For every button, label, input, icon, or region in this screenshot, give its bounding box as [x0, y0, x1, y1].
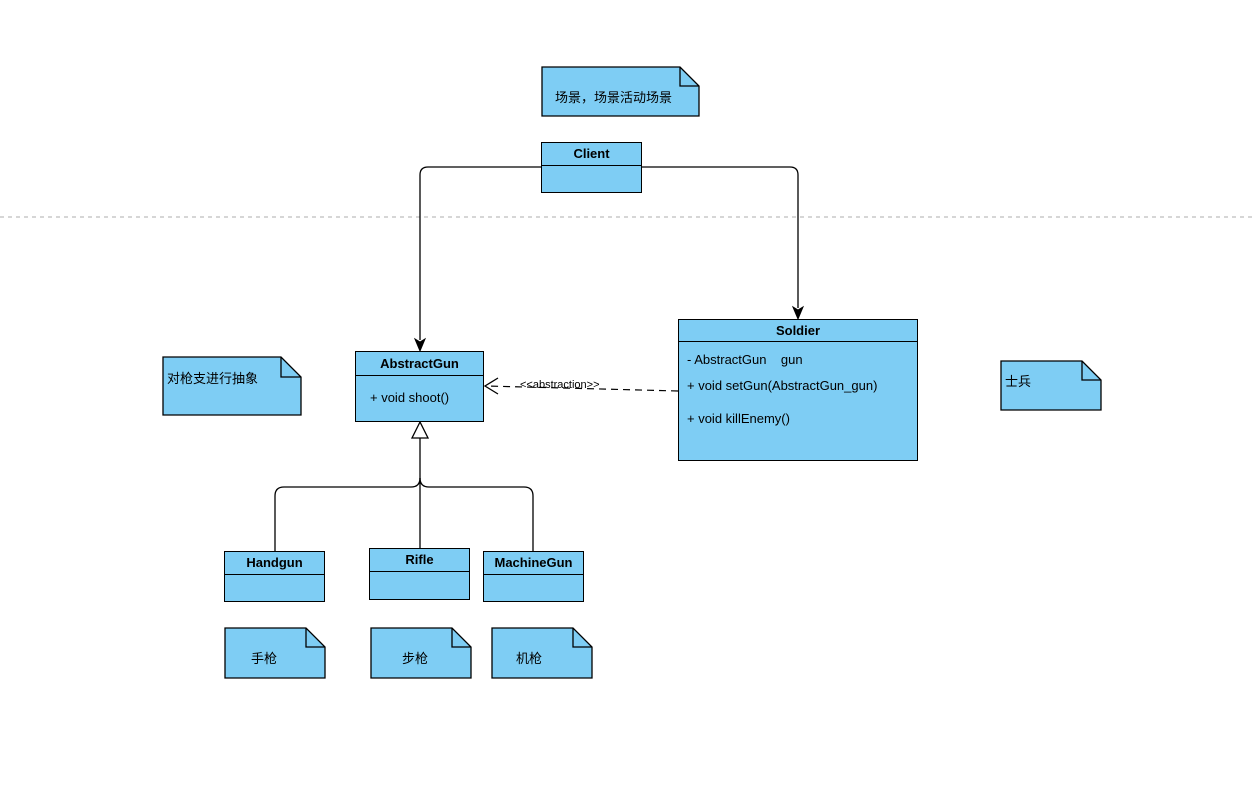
method-killenemy[interactable]: + void killEnemy() — [687, 411, 790, 426]
generalization-branch-handgun[interactable] — [274, 477, 421, 551]
class-rifle[interactable]: Rifle — [369, 548, 470, 600]
note-abstraction-shape — [162, 356, 302, 416]
note-machinegun[interactable]: 机枪 — [516, 651, 543, 666]
attribute-gun[interactable]: - AbstractGun gun — [687, 352, 803, 367]
note-scene[interactable]: 场景，场景活动场景 — [555, 90, 673, 105]
class-machinegun-name: MachineGun — [484, 552, 583, 575]
arrowhead-client-abstractgun — [413, 337, 427, 353]
generalization-branch-machinegun[interactable] — [419, 477, 534, 551]
class-handgun[interactable]: Handgun — [224, 551, 325, 602]
note-rifle[interactable]: 步枪 — [402, 651, 429, 666]
class-client[interactable]: Client — [541, 142, 642, 193]
class-soldier[interactable]: Soldier - AbstractGun gun + void setGun(… — [678, 319, 918, 461]
note-machinegun-shape — [491, 627, 593, 679]
class-client-name: Client — [542, 143, 641, 166]
generalization-arrowhead — [410, 420, 430, 439]
note-abstraction[interactable]: 对枪支进行抽象 — [167, 371, 259, 386]
method-setgun[interactable]: + void setGun(AbstractGun_gun) — [687, 378, 878, 393]
arrowhead-dependency — [483, 377, 499, 395]
edge-soldier-abstractgun-dependency[interactable] — [485, 385, 679, 392]
note-rifle-shape — [370, 627, 472, 679]
note-handgun[interactable]: 手枪 — [251, 651, 278, 666]
class-abstractgun[interactable]: AbstractGun + void shoot() — [355, 351, 484, 422]
arrowhead-client-soldier — [791, 305, 805, 321]
edge-client-soldier[interactable] — [642, 166, 799, 308]
edge-client-abstractgun[interactable] — [419, 166, 541, 340]
method-shoot[interactable]: + void shoot() — [370, 390, 450, 405]
class-handgun-name: Handgun — [225, 552, 324, 575]
class-rifle-name: Rifle — [370, 549, 469, 572]
class-abstractgun-name: AbstractGun — [356, 352, 483, 376]
dependency-label: <<abstraction>> — [520, 379, 600, 391]
class-machinegun[interactable]: MachineGun — [483, 551, 584, 602]
note-scene-shape — [541, 66, 700, 117]
note-handgun-shape — [224, 627, 326, 679]
note-soldier-shape — [1000, 360, 1102, 411]
note-soldier[interactable]: 士兵 — [1005, 374, 1032, 389]
class-soldier-name: Soldier — [679, 320, 917, 342]
